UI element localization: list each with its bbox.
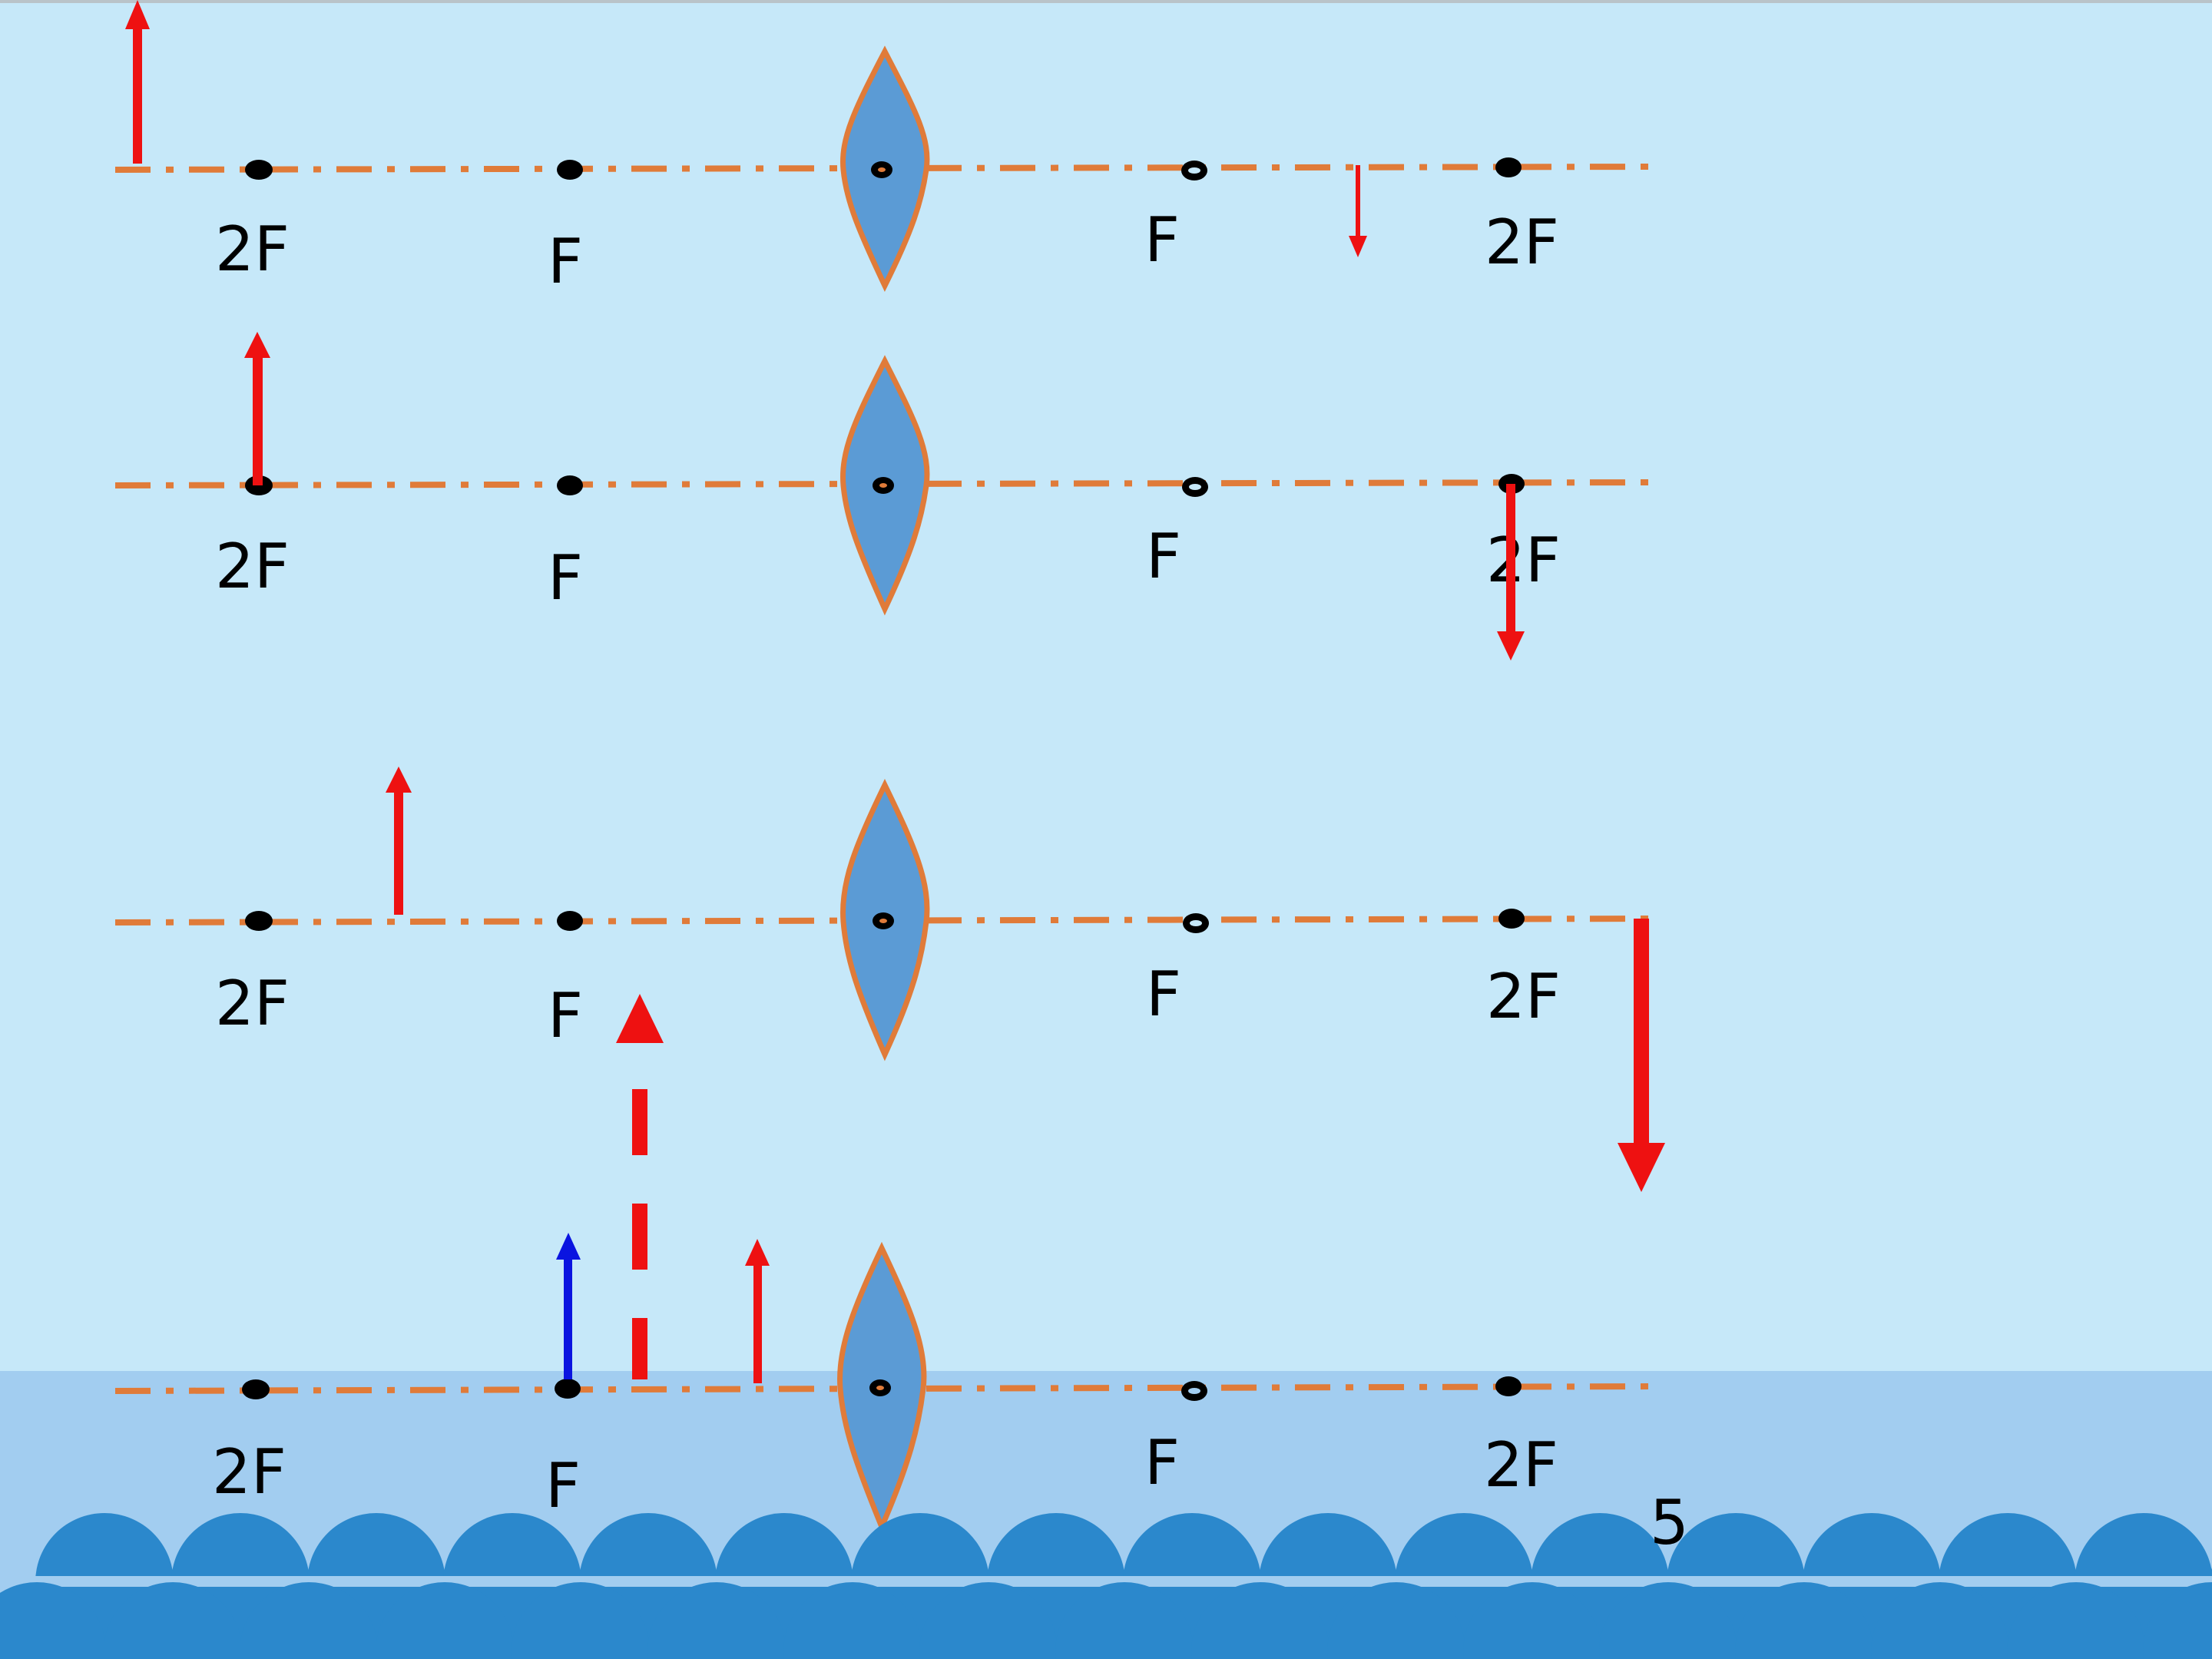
focal-point-f-right-mark [1188,167,1200,174]
label-f-left: F [548,542,583,614]
diagram-row-2: 2F F F 2F [114,332,1660,661]
lens-center-mark [878,167,886,172]
wave-hump [2143,1582,2212,1659]
label-f-right: F [1146,521,1181,592]
wave-hump [0,1582,106,1659]
label-2f-right: 2F [1486,525,1561,596]
focal-point-f-left [557,160,583,180]
wave-hump [240,1582,378,1659]
wave-hump [104,1582,242,1659]
label-2f-left: 2F [212,1436,286,1508]
wave-hump [647,1582,786,1659]
diagram-row-3: 2F F F 2F [114,767,1665,1379]
label-f-right: F [1144,204,1180,276]
wave-hump [376,1582,514,1659]
wave-hump [1735,1582,1873,1659]
page-number: 5 [1650,1487,1689,1558]
focal-point-2f-right [1495,157,1522,177]
wave-hump [1055,1582,1194,1659]
wave-hump [1463,1582,1601,1659]
focal-point-f-right-mark [1189,484,1201,490]
label-f-left: F [545,1450,581,1522]
wave-hump [512,1582,650,1659]
background-top [0,0,2212,1373]
focal-point-f-left [555,1379,581,1399]
wave-hump [1191,1582,1330,1659]
image-arrow [1618,919,1665,1192]
label-2f-left: 2F [215,214,290,285]
top-border [0,0,2212,3]
diagram-row-1: 2F F F 2F [114,0,1660,297]
label-2f-left: 2F [215,531,290,602]
label-f-right: F [1144,1427,1180,1498]
wave-hump [919,1582,1058,1659]
wave-hump [783,1582,922,1659]
focal-point-2f-left [242,1379,270,1399]
focal-point-f-right-mark [1190,920,1202,926]
object-arrow [386,767,412,915]
label-f-left: F [548,226,583,297]
focal-point-2f-right [1495,1376,1522,1396]
virtual-image-dashed-arrow [616,994,664,1379]
wave-hump [1599,1582,1737,1659]
label-2f-left: 2F [215,968,290,1039]
image-arrow [1349,165,1367,257]
label-f-right: F [1146,959,1181,1030]
focal-point-f-right-mark [1188,1388,1200,1394]
wave-hump [1327,1582,1465,1659]
object-arrow [745,1239,770,1383]
lens-center-mark [879,919,887,923]
label-2f-right: 2F [1485,207,1559,278]
object-arrow [125,0,150,164]
focal-point-f-left [557,475,583,495]
focal-point-f-left [557,911,583,931]
label-2f-right: 2F [1486,961,1561,1032]
lens-center-mark [876,1386,884,1390]
lens-center-mark [879,483,887,488]
diagram-row-4: 2F F F 2F [114,1233,1660,1535]
wave-hump [2007,1582,2145,1659]
virtual-object-arrow [556,1233,581,1379]
focal-point-2f-left [245,911,273,931]
wave-decoration [0,1513,2212,1659]
focal-point-2f-left [245,160,273,180]
object-arrow [244,332,270,485]
focal-point-2f-right [1498,909,1525,929]
label-2f-right: 2F [1484,1429,1558,1501]
image-arrow [1497,484,1525,661]
wave-hump [1871,1582,2009,1659]
label-f-left: F [548,980,583,1051]
